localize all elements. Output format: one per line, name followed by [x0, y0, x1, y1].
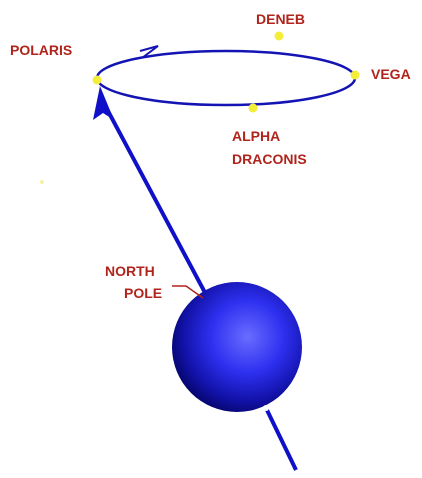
orbit-arrow-icon [139, 45, 159, 59]
label-alpha: ALPHA [232, 128, 280, 144]
vega-star-icon [350, 70, 360, 80]
polaris-star-icon [92, 75, 102, 85]
label-draconis: DRACONIS [232, 151, 307, 167]
axis-arrowhead-icon [93, 86, 114, 120]
north-pole-leader [172, 285, 204, 299]
earth-axis-upper [98, 95, 212, 303]
precession-orbit [95, 49, 357, 107]
deneb-star-icon [274, 31, 284, 41]
label-north: NORTH [105, 263, 155, 279]
label-vega: VEGA [371, 66, 411, 82]
earth-axis-lower [264, 407, 298, 471]
south-pole-dot [263, 405, 269, 411]
label-deneb: DENEB [256, 11, 305, 27]
label-pole: POLE [124, 285, 162, 301]
earth-sphere-icon [172, 282, 302, 412]
label-polaris: POLARIS [10, 42, 72, 58]
faint-star-icon [40, 180, 44, 184]
alpha-draconis-star-icon [248, 103, 258, 113]
